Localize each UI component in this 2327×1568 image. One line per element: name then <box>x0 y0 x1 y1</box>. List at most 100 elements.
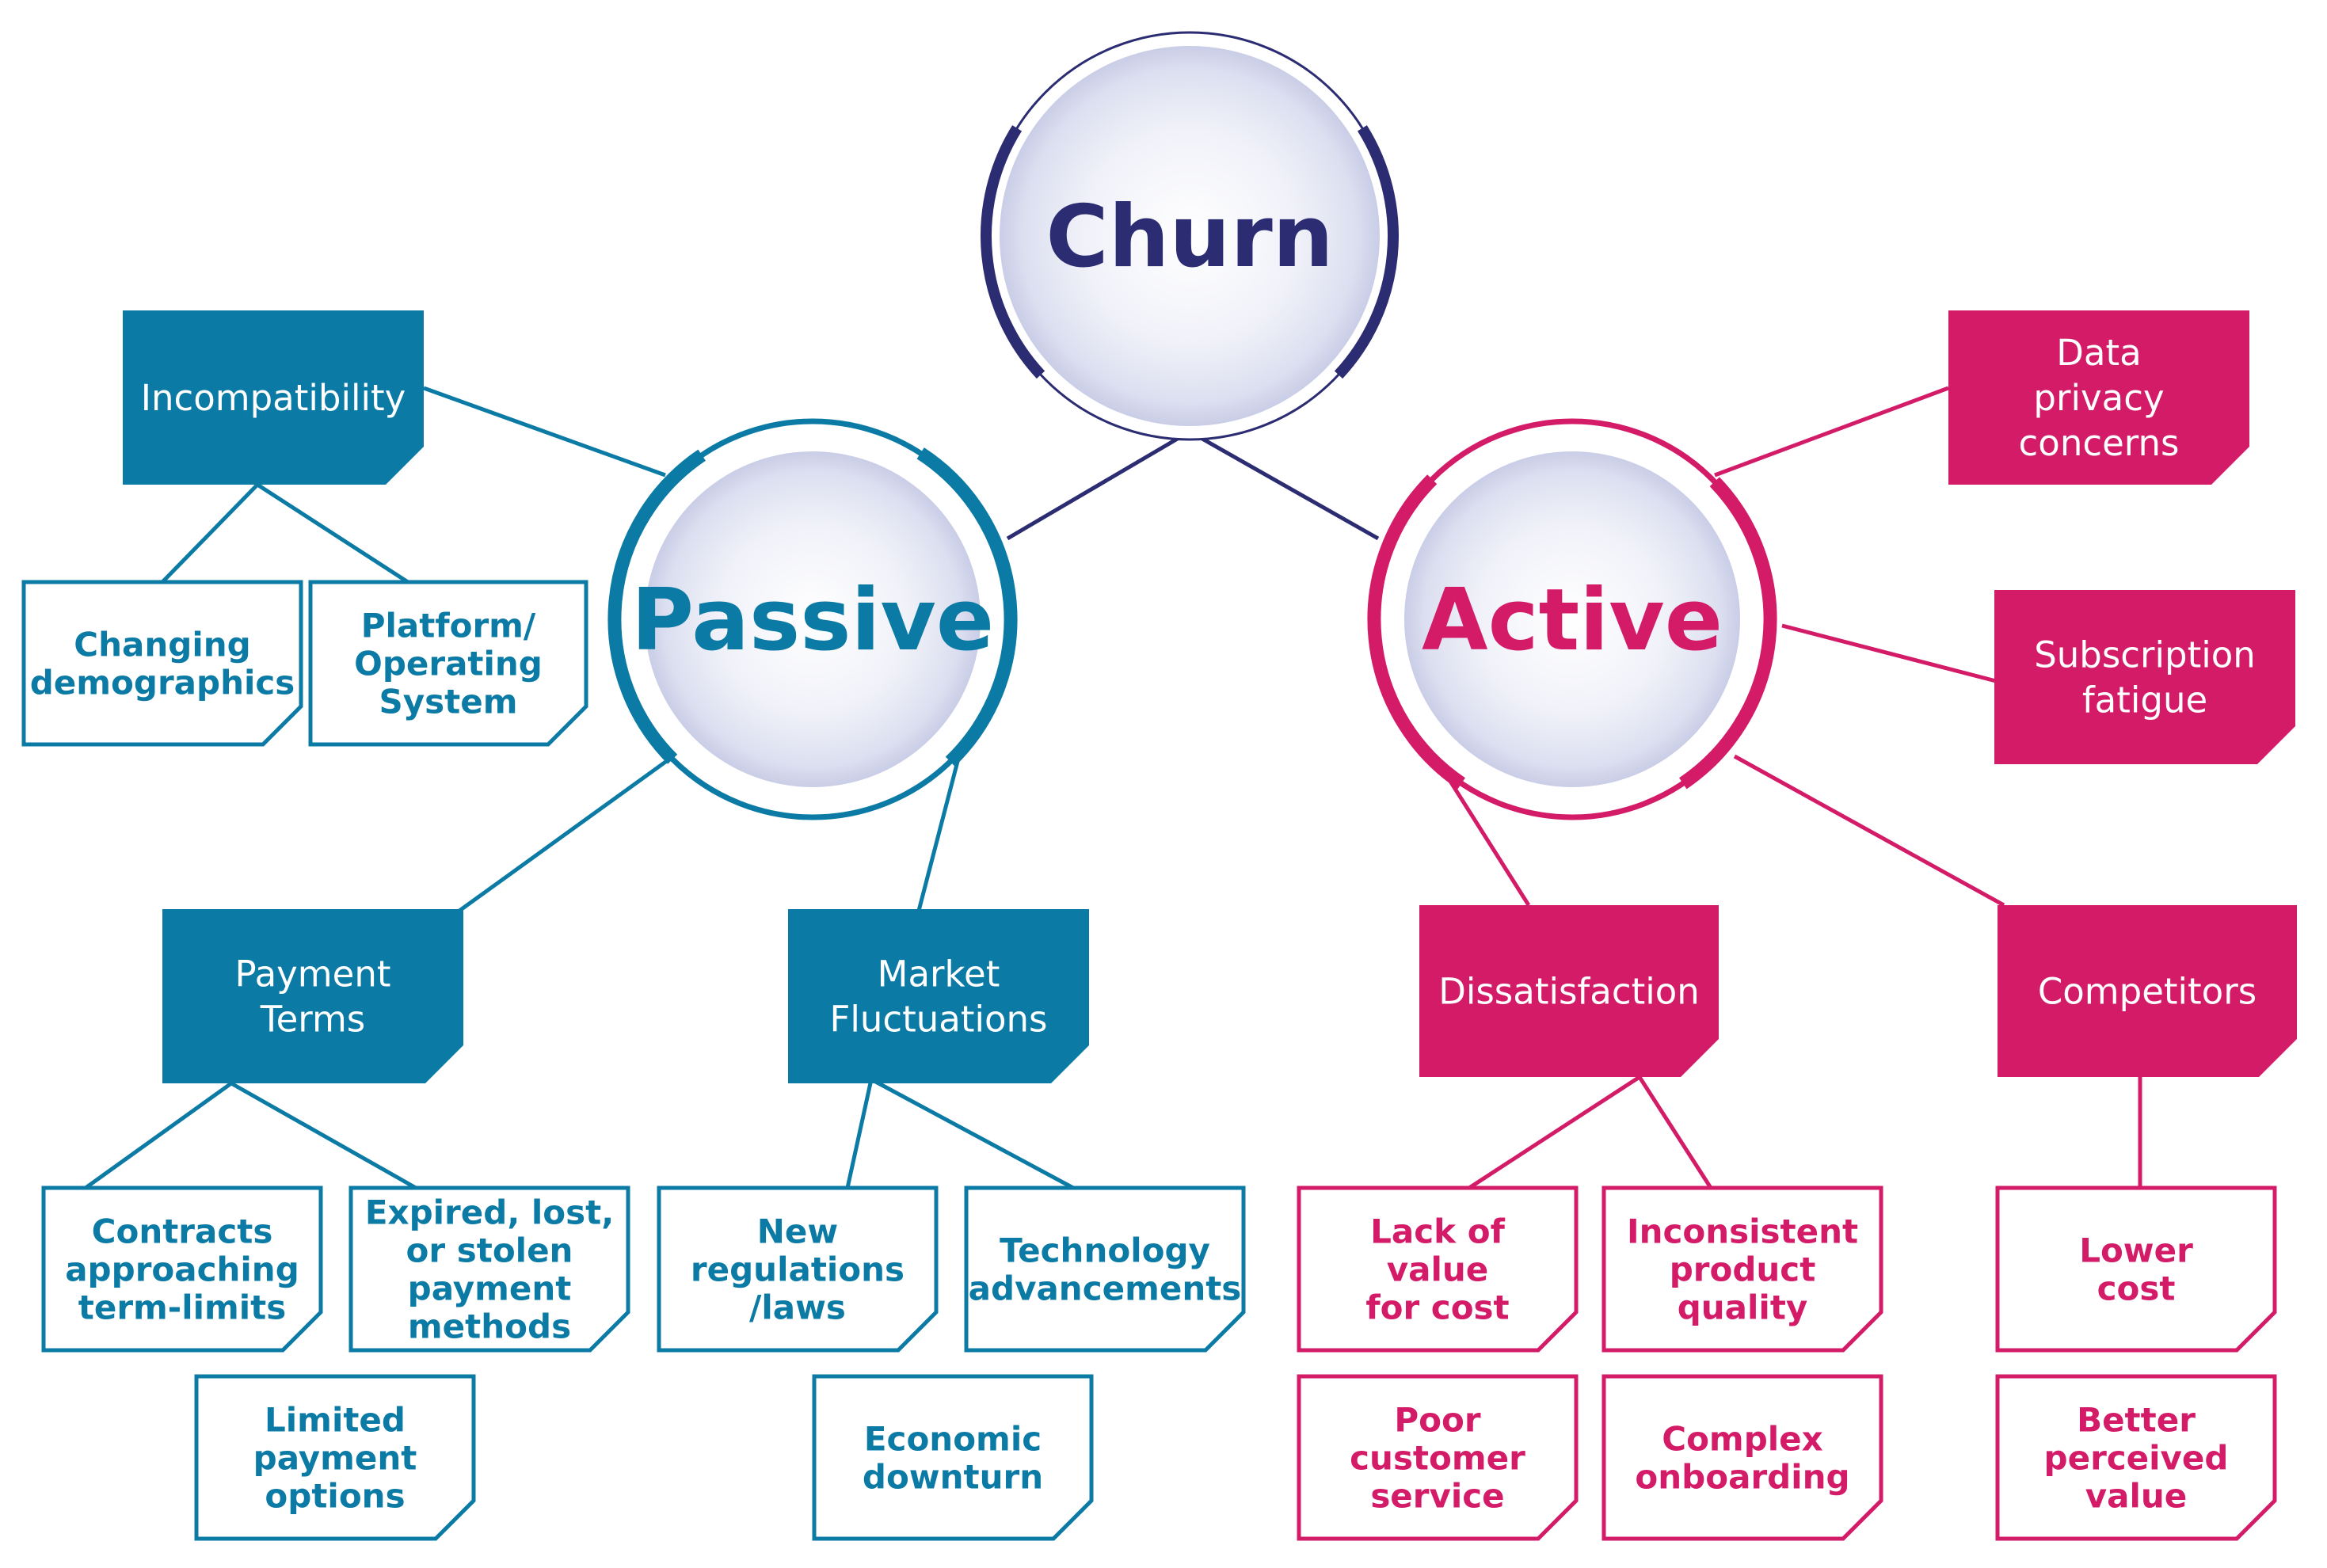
lower-cost-box-label-line: Lower <box>2079 1231 2193 1270</box>
inconsistent-quality-box-label-line: quality <box>1678 1288 1808 1327</box>
changing-demographics-box-label-line: demographics <box>30 664 295 702</box>
churn-node-sphere <box>1000 46 1380 426</box>
market-to-regulations-line <box>845 1079 874 1189</box>
economic-downturn-box-label-line: Economic <box>864 1420 1042 1459</box>
connector-lines <box>84 386 2142 1190</box>
payment-to-contracts-line <box>84 1081 233 1190</box>
complex-onboarding-box-label-line: Complex <box>1662 1420 1822 1459</box>
complex-onboarding-box-label-line: onboarding <box>1635 1458 1849 1497</box>
lack-of-value-box-shape <box>1297 1186 1579 1353</box>
active-node-arc-1 <box>1367 474 1465 790</box>
limited-payment-box-label-line: options <box>265 1477 405 1516</box>
active-node-sphere <box>1404 451 1740 787</box>
churn-node-arc-2 <box>1334 125 1399 379</box>
passive-node-label: Passive <box>631 571 994 670</box>
lack-of-value-box-label-line: value <box>1387 1250 1489 1289</box>
dissatisfaction-box: Dissatisfaction <box>1419 905 1719 1077</box>
expired-methods-box-label-line: or stolen <box>406 1231 573 1270</box>
active-node-arc-2 <box>1679 477 1777 790</box>
contracts-approaching-box-label-line: term-limits <box>78 1288 287 1327</box>
passive-node-sphere <box>645 451 981 787</box>
data-privacy-box-shape <box>1948 310 2249 485</box>
dissatisfaction-box-label-line: Dissatisfaction <box>1438 971 1700 1013</box>
technology-advancements-box-label-line: advancements <box>969 1269 1242 1308</box>
data-privacy-box-label-line: privacy <box>2033 377 2164 419</box>
cause-boxes: IncompatibilityChangingdemographicsPlatf… <box>21 310 2297 1541</box>
payment-terms-box-label-line: Terms <box>260 999 366 1041</box>
better-value-box-shape <box>1995 1374 2277 1541</box>
incompatibility-box-label-line: Incompatibility <box>141 377 406 419</box>
better-value-box-label-line: value <box>2085 1477 2188 1516</box>
economic-downturn-box-label-line: downturn <box>863 1458 1043 1497</box>
changing-demographics-box-shape <box>21 580 303 747</box>
poor-service-box-label-line: customer <box>1350 1439 1525 1478</box>
passive-node-arc-2 <box>916 447 1018 767</box>
competitors-box-label-line: Competitors <box>2038 971 2257 1013</box>
lower-cost-box-shape <box>1995 1186 2277 1353</box>
changing-demographics-box-label-line: Changing <box>74 626 250 664</box>
active-node: Active <box>1367 418 1777 820</box>
inconsistent-quality-box-label-line: Inconsistent <box>1627 1212 1858 1251</box>
incompatibility-box-shape <box>123 310 424 485</box>
poor-service-box-shape <box>1297 1374 1579 1541</box>
platform-os-box-shape <box>308 580 588 747</box>
passive-node: Passive <box>607 418 1018 820</box>
poor-service-box-label-line: service <box>1370 1477 1504 1516</box>
active-to-subscription-line <box>1781 623 1997 683</box>
dissatisfaction-box-shape <box>1419 905 1719 1077</box>
market-fluctuations-box-shape <box>788 909 1089 1083</box>
expired-methods-box-label-line: Expired, lost, <box>365 1193 614 1232</box>
better-value-box-label-line: Better <box>2077 1401 2196 1440</box>
expired-methods-box-shape <box>348 1186 630 1353</box>
platform-os-box-label-line: System <box>379 683 518 721</box>
subscription-fatigue-box-label-line: fatigue <box>2082 679 2207 721</box>
new-regulations-box-label-line: /laws <box>749 1288 846 1327</box>
passive-to-market-line <box>916 752 962 911</box>
active-to-data-privacy-line <box>1714 386 1949 478</box>
competitors-box: Competitors <box>1998 905 2297 1077</box>
expired-methods-box-label-line: payment <box>408 1269 572 1308</box>
lower-cost-box-label-line: cost <box>2097 1269 2176 1308</box>
technology-advancements-box-label-line: Technology <box>1000 1231 1210 1270</box>
data-privacy-box-label-line: Data <box>2056 332 2141 374</box>
new-regulations-box-label-line: regulations <box>691 1250 905 1289</box>
payment-to-expired-line <box>230 1081 417 1190</box>
new-regulations-box-shape <box>657 1186 939 1353</box>
active-node-label: Active <box>1422 571 1723 670</box>
limited-payment-box-shape <box>194 1374 476 1541</box>
contracts-approaching-box-label-line: approaching <box>65 1250 299 1289</box>
inconsistent-quality-box-label-line: product <box>1670 1250 1816 1289</box>
lack-of-value-box-label-line: for cost <box>1365 1288 1509 1327</box>
churn-node-arc-1 <box>981 125 1045 379</box>
incompatibility-to-demographics-line <box>161 483 259 584</box>
market-fluctuations-box-label-line: Market <box>878 953 1000 995</box>
poor-service-box-label-line: Poor <box>1394 1401 1480 1440</box>
contracts-approaching-box-shape <box>41 1186 323 1353</box>
economic-downturn-box-shape <box>812 1374 1094 1541</box>
market-to-technology-line <box>870 1077 1075 1190</box>
new-regulations-box-label-line: New <box>757 1212 838 1251</box>
platform-os-box-label-line: Platform/ <box>361 607 536 645</box>
passive-to-incompatibility-line <box>423 386 666 478</box>
inconsistent-quality-box-shape <box>1601 1186 1883 1353</box>
technology-advancements-box-shape <box>964 1186 1246 1353</box>
competitors-box-shape <box>1998 905 2297 1077</box>
data-privacy-box-label-line: concerns <box>2019 422 2180 464</box>
